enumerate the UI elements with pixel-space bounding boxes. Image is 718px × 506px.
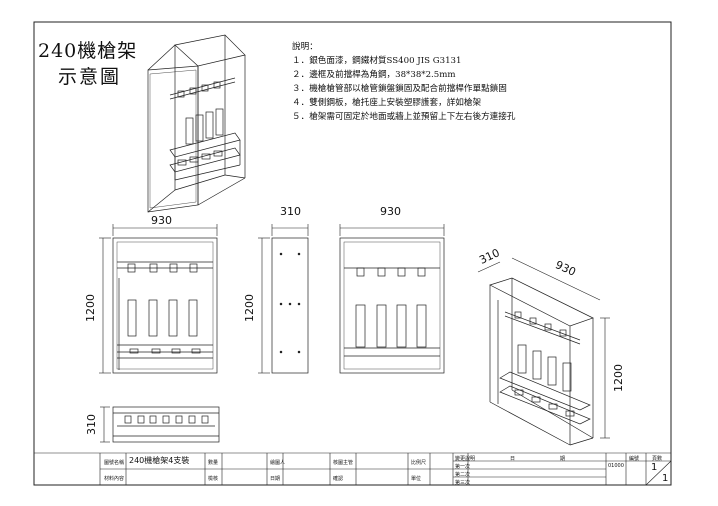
dimension-lines	[99, 224, 610, 443]
tb-approve-label: 核圖主管	[333, 460, 354, 466]
iso-view-top	[147, 34, 246, 213]
tb-drawing-name-label: 圖號名稱	[104, 460, 125, 466]
dim-top-depth: 310	[85, 414, 98, 435]
iso-view-right	[489, 277, 594, 446]
dim-rear-width: 930	[380, 205, 401, 218]
tb-rev-row3: 第三次	[455, 480, 471, 486]
side-view	[271, 237, 309, 374]
tb-date-label: 日期	[270, 476, 281, 482]
tb-drawing-name-value: 240機槍架4支裝	[129, 456, 190, 465]
note-item: ３．機槍槍管部以槍管鎖盤鎖固及配合前擋桿作單點鎖固	[292, 84, 507, 94]
note-item: ５．槍架需可固定於地面或牆上並預留上下左右後方連接孔	[292, 112, 516, 122]
tb-rev-col1: 日	[510, 456, 516, 462]
title-block-grid	[34, 452, 672, 486]
tb-code: 01000	[608, 463, 624, 469]
sheet-border	[33, 21, 672, 486]
tb-page-number: 1	[651, 462, 658, 473]
front-view	[112, 237, 218, 374]
rear-view	[339, 237, 445, 374]
note-item: ４．雙側鋼板，槍托座上安裝塑膠護套，詳如槍架	[292, 98, 482, 108]
dim-side-depth: 310	[280, 205, 301, 218]
tb-rev-col2: 期	[560, 456, 566, 462]
tb-rev-header: 變更說明	[455, 456, 476, 462]
tb-scale-label: 比例尺	[411, 460, 427, 466]
tb-quantity-label: 數量	[208, 460, 219, 466]
tb-material-label: 材料內容	[104, 476, 125, 482]
dim-iso-height: 1200	[612, 364, 625, 392]
dim-side-height: 1200	[243, 294, 256, 322]
dim-front-width: 930	[151, 214, 172, 227]
tb-drawn-label: 繪圖人	[270, 460, 286, 466]
note-item: ２．邊框及前擋桿為角鋼，38*38*2.5mm	[292, 70, 456, 80]
tb-page-total: 1	[662, 473, 669, 484]
drawing-subtitle: 示意圖	[58, 66, 122, 88]
top-view	[112, 406, 220, 443]
tb-rev-row1: 第一次	[455, 464, 471, 470]
tb-unit-label: 單位	[411, 476, 422, 482]
notes-heading: 說明：	[292, 42, 318, 52]
dim-front-height: 1200	[84, 294, 97, 322]
tb-rev-row2: 第二次	[455, 472, 471, 478]
notes-block: 說明： １．銀色面漆，鋼鐵材質SS400 JIS G3131 ２．邊框及前擋桿為…	[292, 40, 515, 124]
tb-confirm-label: 確認	[333, 476, 344, 482]
tb-pages-label: 頁數	[652, 456, 663, 462]
tb-sheet-label: 編號	[629, 456, 640, 462]
tb-check-label: 檢核	[208, 476, 219, 482]
note-item: １．銀色面漆，鋼鐵材質SS400 JIS G3131	[292, 56, 462, 66]
drawing-title: 240機槍架	[38, 40, 138, 62]
